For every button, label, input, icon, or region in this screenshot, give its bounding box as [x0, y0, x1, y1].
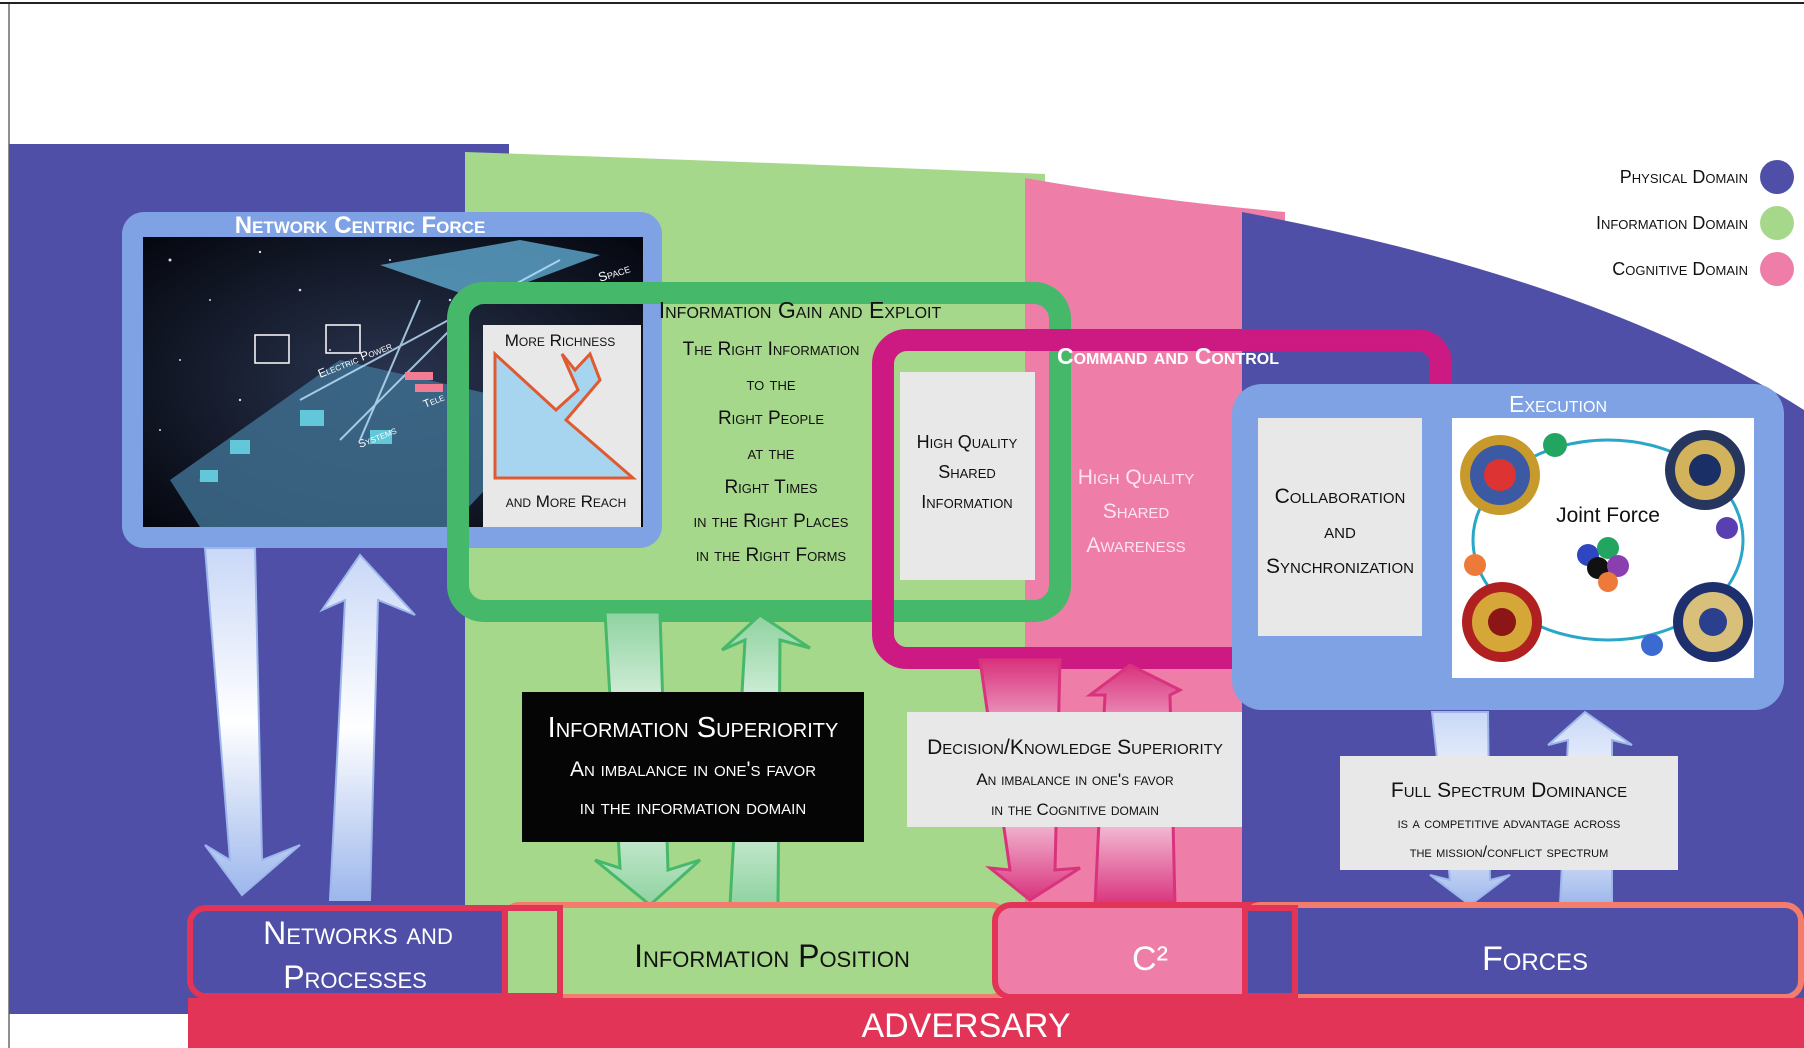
full-spectrum-box: [1340, 756, 1678, 870]
c2-overlap: [1242, 905, 1298, 999]
legend-item-physical: Physical Domain: [1620, 160, 1794, 194]
legend-label-cognitive: Cognitive Domain: [1612, 258, 1748, 279]
execution-title: Execution: [1509, 391, 1607, 417]
decision-superiority-title: Decision/Knowledge Superiority: [927, 736, 1223, 759]
adversary-label: ADVERSARY: [861, 1007, 1070, 1045]
pink-circle-icon: [1760, 252, 1794, 286]
svg-text:Right Times: Right Times: [724, 477, 817, 498]
networks-overlap: [502, 905, 563, 999]
info-superiority-title: Information Superiority: [548, 712, 839, 744]
joint-force-label: Joint Force: [1556, 504, 1660, 527]
decision-superiority-line1: An imbalance in one's favor: [976, 770, 1174, 789]
legend: Physical Domain Information Domain Cogni…: [1504, 160, 1804, 290]
richness-top-label: More Richness: [505, 331, 616, 350]
svg-text:Right People: Right People: [718, 408, 824, 429]
c2-label: C²: [1132, 940, 1168, 978]
info-gain-title: Information Gain and Exploit: [659, 297, 942, 323]
info-superiority-line1: An imbalance in one's favor: [570, 758, 816, 781]
info-superiority-box: [522, 692, 864, 842]
svg-text:High Quality: High Quality: [917, 432, 1018, 452]
svg-text:in the Right Places: in the Right Places: [694, 511, 849, 532]
legend-label-information: Information Domain: [1595, 212, 1748, 233]
info-gain-frame: [447, 282, 1071, 622]
richness-bottom-label: and More Reach: [506, 492, 627, 511]
arrow-up-network: [319, 553, 416, 901]
legend-label-physical: Physical Domain: [1619, 166, 1748, 187]
node-dots-icon: [1464, 433, 1738, 656]
collab-box: [1258, 418, 1422, 636]
seal-navy-icon: [1665, 430, 1745, 510]
arrow-down-network: [203, 547, 301, 897]
legend-item-cognitive: Cognitive Domain: [1612, 252, 1794, 286]
collab-text: Collaboration and Synchronization: [1266, 485, 1414, 578]
blue-circle-icon: [1760, 160, 1794, 194]
svg-text:High Quality: High Quality: [1078, 466, 1195, 489]
right-info-lines: The Right Information to the Right Peopl…: [683, 339, 860, 566]
svg-text:Collaboration: Collaboration: [1275, 485, 1406, 508]
forces-label: Forces: [1482, 940, 1588, 978]
decision-superiority-box: [907, 712, 1242, 827]
svg-text:at the: at the: [748, 443, 795, 464]
info-superiority-line2: in the information domain: [580, 796, 806, 819]
green-circle-icon: [1760, 206, 1794, 240]
joint-force-atoms-icon: [1577, 537, 1629, 592]
legend-item-information: Information Domain: [1596, 206, 1794, 240]
svg-text:Awareness: Awareness: [1086, 534, 1185, 557]
shared-awareness-text: High Quality Shared Awareness: [1078, 466, 1195, 557]
satellite-panel: [380, 240, 600, 300]
svg-text:to the: to the: [746, 374, 795, 395]
info-position-label: Information Position: [634, 938, 910, 974]
full-spectrum-line1: is a competitive advantage across: [1398, 815, 1621, 832]
network-centric-title: Network Centric Force: [235, 212, 486, 239]
networks-label-1: Networks and: [263, 915, 453, 951]
networks-label-2: Processes: [283, 959, 427, 995]
shared-info-box: [900, 372, 1035, 580]
c2-title: Command and Control: [1057, 343, 1279, 369]
seal-marines-icon: [1462, 582, 1542, 662]
svg-text:Shared: Shared: [1103, 500, 1170, 523]
svg-text:Synchronization: Synchronization: [1266, 555, 1414, 578]
adversary-bar: [188, 998, 1804, 1048]
seal-airforce-icon: [1673, 582, 1753, 662]
svg-text:The Right Information: The Right Information: [683, 339, 860, 360]
svg-text:Shared: Shared: [938, 462, 996, 482]
svg-text:Information: Information: [921, 492, 1012, 512]
joint-force-ring: [1471, 438, 1745, 642]
full-spectrum-title: Full Spectrum Dominance: [1391, 779, 1627, 802]
svg-text:and: and: [1324, 520, 1356, 543]
shared-info-text: High Quality Shared Information: [917, 432, 1018, 512]
svg-text:in the Right Forms: in the Right Forms: [696, 545, 847, 566]
decision-superiority-line2: in the Cognitive domain: [991, 800, 1159, 819]
richness-reach-shape: [493, 350, 638, 480]
full-spectrum-line2: the mission/conflict spectrum: [1410, 844, 1609, 861]
seal-army-icon: [1460, 435, 1540, 515]
